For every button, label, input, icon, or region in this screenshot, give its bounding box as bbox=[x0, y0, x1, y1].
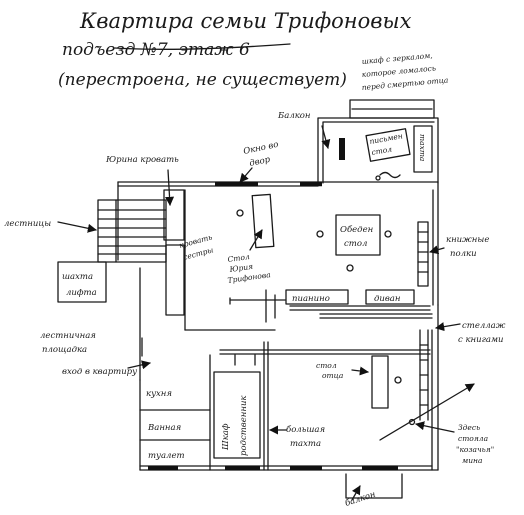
relatives-furniture bbox=[213, 371, 261, 459]
yuri-desk bbox=[251, 193, 275, 249]
piano bbox=[285, 289, 349, 305]
title-line-2: подъезд №7, этаж 6 bbox=[62, 40, 250, 60]
label-kozachya-line4: мина bbox=[462, 456, 482, 465]
label-kozachya-line3: "козачья" bbox=[456, 445, 494, 454]
label-writing-desk-line2: стол bbox=[371, 144, 393, 156]
title-line-3: (перестроена, не существует) bbox=[58, 70, 347, 90]
label-entrance: вход в квартиру bbox=[62, 367, 137, 377]
label-big-ottoman-line2: тахта bbox=[290, 439, 321, 449]
father-desk bbox=[371, 355, 389, 409]
label-yuri-desk-line1: Стол bbox=[227, 252, 250, 264]
label-window-line1: Окно во bbox=[243, 140, 280, 157]
label-shelving-line1: стеллаж bbox=[462, 321, 506, 331]
label-shelving-line2: с книгами bbox=[458, 335, 504, 345]
ottoman-top bbox=[413, 125, 433, 173]
label-kozachya-line1: Здесь bbox=[458, 423, 480, 432]
label-yuri-bed: Юрина кровать bbox=[105, 155, 179, 165]
yuri-bed bbox=[163, 189, 185, 241]
label-ottoman: тахта bbox=[418, 134, 427, 161]
label-father-desk-line1: стол bbox=[316, 361, 337, 370]
label-yuri-desk-line2: Юрия bbox=[228, 262, 254, 274]
bookshelves bbox=[417, 221, 429, 287]
label-balcony-top: Балкон bbox=[277, 111, 311, 121]
label-landing-line2: площадка bbox=[42, 345, 87, 355]
mine-arrow bbox=[379, 383, 475, 441]
label-elevator-line2: лифта bbox=[66, 288, 97, 298]
label-relatives-line2: родственник bbox=[239, 395, 249, 456]
label-balcony-bottom: балкон bbox=[344, 489, 377, 509]
label-dining-line2: стол bbox=[344, 239, 367, 249]
title-line-1: Квартира семьи Трифоновых bbox=[79, 9, 412, 33]
book-shelving bbox=[319, 313, 433, 421]
label-landing-line1: лестничная bbox=[40, 331, 96, 341]
label-bookshelves-line2: полки bbox=[450, 249, 477, 259]
writing-desk bbox=[365, 128, 411, 162]
elevator-shaft bbox=[57, 261, 107, 303]
label-stairs: лестницы bbox=[4, 219, 51, 229]
label-kozachya-line2: стояла bbox=[458, 434, 488, 443]
label-toilet: туалет bbox=[148, 451, 185, 461]
sister-bed bbox=[165, 244, 185, 316]
label-bathroom: Ванная bbox=[147, 423, 182, 433]
label-big-ottoman-line1: большая bbox=[286, 424, 325, 435]
staircase bbox=[97, 199, 167, 381]
label-father-desk-line2: отца bbox=[322, 371, 343, 380]
mirror-wardrobe bbox=[349, 99, 435, 119]
windows bbox=[148, 138, 398, 471]
label-kitchen: кухня bbox=[146, 389, 172, 399]
dining-table bbox=[335, 214, 381, 256]
label-wardrobe-line3: перед смертью отца bbox=[361, 75, 448, 92]
label-elevator-line1: шахта bbox=[62, 272, 93, 282]
label-writing-desk-line1: письмен bbox=[369, 131, 404, 146]
label-piano: пианино bbox=[292, 294, 330, 304]
title-underline bbox=[114, 43, 291, 50]
label-relatives-line1: Шкаф bbox=[221, 423, 231, 451]
label-sofa: диван bbox=[374, 294, 400, 304]
label-dining-line1: Обеден bbox=[340, 224, 373, 235]
sofa bbox=[365, 289, 415, 305]
label-window-line2: двор bbox=[249, 155, 272, 169]
balcony-bottom bbox=[345, 473, 403, 499]
label-bookshelves-line1: книжные bbox=[446, 235, 489, 245]
